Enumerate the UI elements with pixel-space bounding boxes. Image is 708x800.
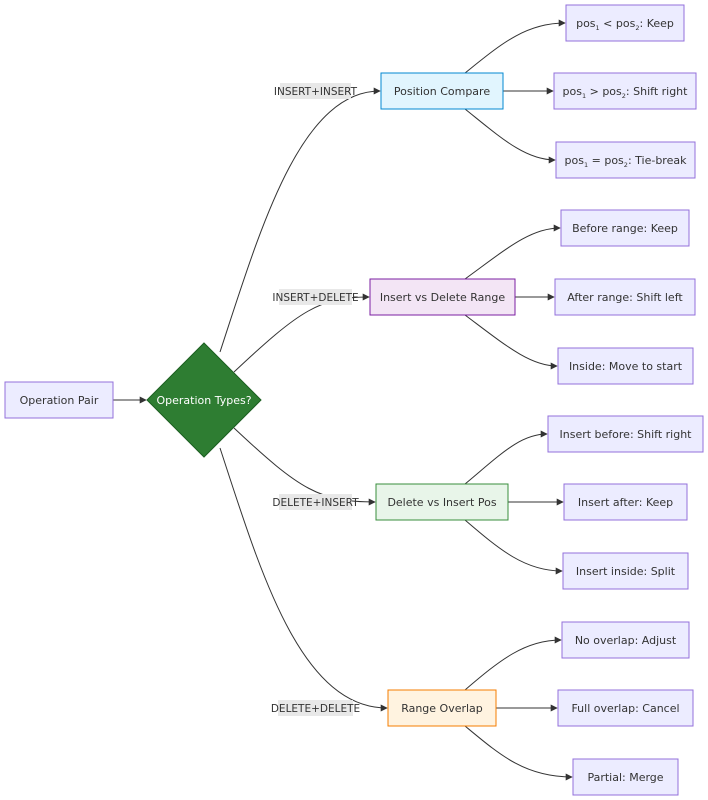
node-delete-vs-insert-label: Delete vs Insert Pos bbox=[387, 496, 496, 509]
node-insert-before bbox=[547, 415, 704, 453]
nodes: Operation Pair Operation Types? Position… bbox=[4, 4, 704, 796]
edge-decision-to-position-compare bbox=[219, 87, 381, 353]
node-insert-inside bbox=[562, 552, 689, 590]
edge-label-insert-insert: INSERT+INSERT bbox=[274, 86, 358, 98]
edge-delete-vs-insert-to-insert-before bbox=[464, 430, 548, 485]
node-operation-pair bbox=[4, 381, 114, 419]
edge-label-bg bbox=[279, 494, 352, 510]
node-shift-right-outcome bbox=[553, 72, 697, 110]
edge-insert-vs-delete-to-before-range bbox=[464, 224, 561, 280]
node-partial-overlap-label: Partial: Merge bbox=[587, 771, 663, 784]
node-shift-right-outcome-label: pos1 > pos2: Shift right bbox=[563, 85, 689, 100]
node-range-overlap bbox=[387, 689, 497, 727]
node-insert-after-label: Insert after: Keep bbox=[578, 496, 673, 509]
node-full-overlap-label: Full overlap: Cancel bbox=[571, 702, 679, 715]
node-insert-inside-label: Insert inside: Split bbox=[576, 565, 676, 578]
node-before-range-label: Before range: Keep bbox=[572, 222, 678, 235]
edge-label-delete-delete: DELETE+DELETE bbox=[271, 703, 360, 715]
edge-decision-to-insert-vs-delete bbox=[233, 293, 370, 373]
node-keep-outcome-label: pos1 < pos2: Keep bbox=[576, 17, 674, 32]
edge-label-delete-insert: DELETE+INSERT bbox=[272, 497, 359, 509]
edge-decision-to-delete-vs-insert bbox=[233, 427, 376, 506]
node-insert-after bbox=[563, 483, 688, 521]
edge-label-bg bbox=[278, 700, 353, 716]
node-partial-overlap bbox=[572, 758, 679, 796]
decision-operation-types bbox=[146, 342, 262, 458]
node-no-overlap-label: No overlap: Adjust bbox=[575, 634, 677, 647]
decision-operation-types-label: Operation Types? bbox=[156, 394, 251, 407]
edge-label-bg bbox=[280, 83, 351, 99]
edges bbox=[113, 19, 573, 781]
edge-decision-to-range-overlap bbox=[219, 447, 388, 712]
edge-position-compare-to-tie-break bbox=[464, 108, 556, 164]
node-insert-vs-delete-label: Insert vs Delete Range bbox=[380, 291, 506, 304]
edge-insert-vs-delete-to-inside-range bbox=[464, 314, 558, 370]
node-after-range-label: After range: Shift left bbox=[567, 291, 683, 304]
node-range-overlap-label: Range Overlap bbox=[401, 702, 483, 715]
node-delete-vs-insert bbox=[375, 483, 509, 521]
edge-label-insert-delete: INSERT+DELETE bbox=[272, 292, 358, 304]
node-tie-break-outcome bbox=[555, 141, 696, 179]
node-operation-pair-label: Operation Pair bbox=[20, 394, 99, 407]
node-no-overlap bbox=[561, 621, 690, 659]
node-full-overlap bbox=[557, 689, 694, 727]
node-position-compare bbox=[380, 72, 504, 110]
edge-labels: INSERT+INSERT INSERT+DELETE DELETE+INSER… bbox=[271, 83, 360, 716]
edge-label-bg bbox=[279, 289, 352, 305]
node-before-range bbox=[560, 209, 690, 247]
node-insert-vs-delete bbox=[369, 278, 516, 316]
node-inside-range bbox=[557, 347, 694, 385]
edge-position-compare-to-keep bbox=[464, 19, 566, 74]
edge-range-overlap-to-partial bbox=[464, 725, 573, 781]
node-tie-break-outcome-label: pos1 = pos2: Tie-break bbox=[565, 154, 688, 169]
edge-range-overlap-to-no-overlap bbox=[464, 636, 562, 691]
node-insert-before-label: Insert before: Shift right bbox=[560, 428, 693, 441]
node-inside-range-label: Inside: Move to start bbox=[569, 360, 683, 373]
node-position-compare-label: Position Compare bbox=[394, 85, 490, 98]
edge-delete-vs-insert-to-insert-inside bbox=[464, 519, 563, 575]
node-keep-outcome bbox=[565, 4, 685, 42]
node-after-range bbox=[554, 278, 696, 316]
